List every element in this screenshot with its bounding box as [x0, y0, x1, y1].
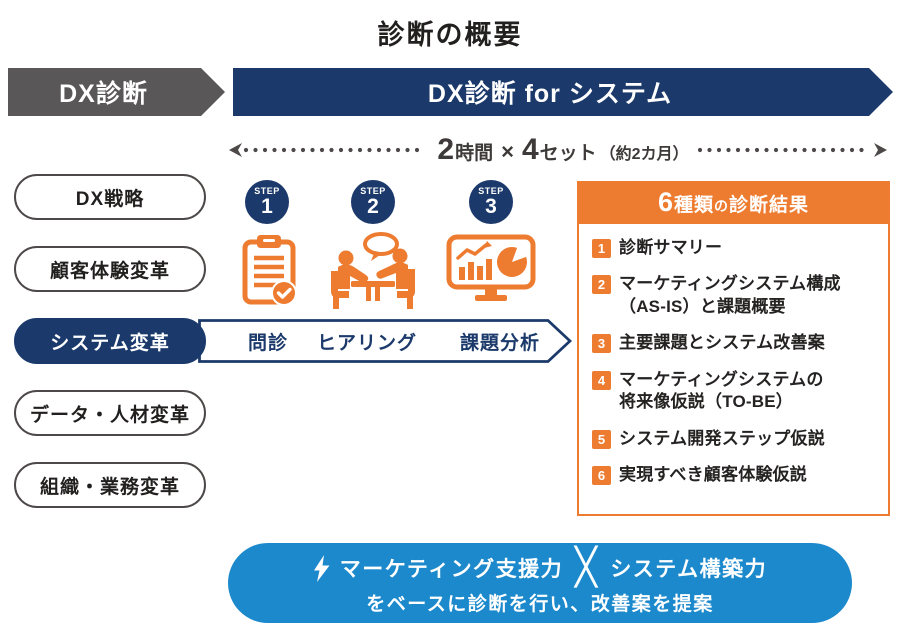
result-item-3: 3 主要課題とシステム改善案 — [592, 332, 878, 354]
result-item-4-text-line2: 将来像仮説（TO-BE） — [619, 392, 793, 412]
pill-system-transformation-label: システム変革 — [50, 332, 170, 354]
result-item-4-text: マーケティングシステムの — [619, 369, 824, 389]
result-item-5-text: システム開発ステップ仮説 — [619, 428, 825, 448]
step-3-word: STEP — [478, 185, 504, 196]
page-title: 診断の概要 — [377, 20, 523, 50]
result-item-6: 6 実現すべき顧客体験仮説 — [592, 464, 878, 486]
footer-banner: マーケティング支援力 ╳ システム構築力 をベースに診断を行い、改善案を提案 — [228, 543, 852, 623]
result-item-1-text: 診断サマリー — [619, 238, 723, 257]
multiply-sign: × — [501, 139, 514, 164]
duration-sets-number: 4 — [521, 133, 539, 166]
times-cross-icon: ╳ — [575, 547, 599, 588]
footer-strength-marketing: マーケティング支援力 — [339, 558, 564, 581]
result-item-1: 1 診断サマリー — [592, 237, 878, 259]
step-3-number: 3 — [485, 195, 497, 219]
footer-line1: マーケティング支援力 ╳ システム構築力 — [313, 550, 767, 586]
step-2-word: STEP — [360, 185, 386, 196]
banner-dx-diagnosis-for-system: DX診断 for システム — [233, 68, 893, 116]
duration-sets-unit: セット — [539, 143, 597, 164]
pill-organization-operations: 組織・業務変革 — [14, 462, 206, 508]
result-number-badge: 2 — [592, 275, 611, 295]
result-item-3-text: 主要課題とシステム改善案 — [619, 333, 825, 353]
duration-note: （約2カ月） — [599, 146, 689, 163]
step-1-number: 1 — [261, 195, 273, 219]
result-item-2-text: マーケティングシステム構成 — [619, 274, 841, 294]
pill-data-talent-label: データ・人材変革 — [29, 404, 190, 426]
lightning-icon — [313, 554, 330, 582]
result-number-badge: 1 — [592, 239, 611, 258]
result-number-badge: 6 — [592, 466, 611, 486]
step-1-word: STEP — [254, 185, 280, 196]
step-3-badge: STEP 3 — [469, 180, 513, 224]
results-panel-header: 6種類の診断結果 — [579, 183, 888, 224]
results-count-unit: 種類 — [674, 195, 715, 216]
footer-strength-system: システム構築力 — [610, 558, 768, 581]
duration-label: 2 時間 × 4 セット （約2カ月） — [437, 133, 688, 167]
pill-dx-strategy: DX戦略 — [14, 174, 206, 220]
pill-dx-strategy-label: DX戦略 — [75, 188, 145, 210]
dotted-arrow-right-icon — [697, 143, 887, 157]
result-item-2: 2 マーケティングシステム構成（AS-IS）と課題概要 — [592, 273, 878, 318]
pill-customer-experience: 顧客体験変革 — [14, 246, 206, 292]
band-step-hearing: ヒアリング — [316, 332, 418, 354]
pill-customer-experience-label: 顧客体験変革 — [49, 260, 170, 282]
footer-line2: をベースに診断を行い、改善案を提案 — [366, 594, 714, 615]
analysis-monitor-icon — [446, 234, 536, 301]
interview-people-icon — [331, 232, 415, 309]
step-2-number: 2 — [367, 195, 379, 219]
result-item-6-text: 実現すべき顧客体験仮説 — [619, 465, 808, 485]
banner-dx-diagnosis-label: DX診断 — [59, 80, 148, 108]
dotted-arrow-left-icon — [229, 143, 428, 157]
results-list: 1 診断サマリー 2 マーケティングシステム構成（AS-IS）と課題概要 3 主… — [579, 224, 888, 487]
duration-timeline: 2 時間 × 4 セット （約2カ月） — [228, 133, 888, 167]
results-header-rest: 診断結果 — [729, 195, 810, 216]
result-number-badge: 4 — [592, 370, 611, 390]
band-step-issue-analysis: 課題分析 — [459, 332, 541, 354]
result-item-4: 4 マーケティングシステムの将来像仮説（TO-BE） — [592, 369, 878, 414]
results-panel: 6種類の診断結果 1 診断サマリー 2 マーケティングシステム構成（AS-IS）… — [577, 181, 890, 516]
result-number-badge: 5 — [592, 429, 611, 449]
result-item-5: 5 システム開発ステップ仮説 — [592, 428, 878, 450]
step-1-badge: STEP 1 — [245, 180, 289, 224]
result-item-2-text-line2: （AS-IS）と課題概要 — [619, 296, 786, 316]
pill-system-transformation: システム変革 — [14, 318, 206, 364]
results-particle: の — [714, 198, 730, 214]
results-count: 6 — [657, 187, 674, 217]
banner-dx-diagnosis: DX診断 — [8, 68, 225, 116]
pill-organization-operations-label: 組織・業務変革 — [39, 476, 180, 498]
duration-hours-number: 2 — [437, 133, 455, 166]
clipboard-check-icon — [242, 235, 297, 306]
step-2-badge: STEP 2 — [351, 180, 395, 224]
result-number-badge: 3 — [592, 334, 611, 354]
pill-data-talent: データ・人材変革 — [14, 390, 206, 436]
banner-dx-for-system-label: DX診断 for システム — [427, 80, 673, 108]
band-step-interview: 問診 — [247, 332, 289, 354]
duration-hours-unit: 時間 — [455, 143, 494, 164]
